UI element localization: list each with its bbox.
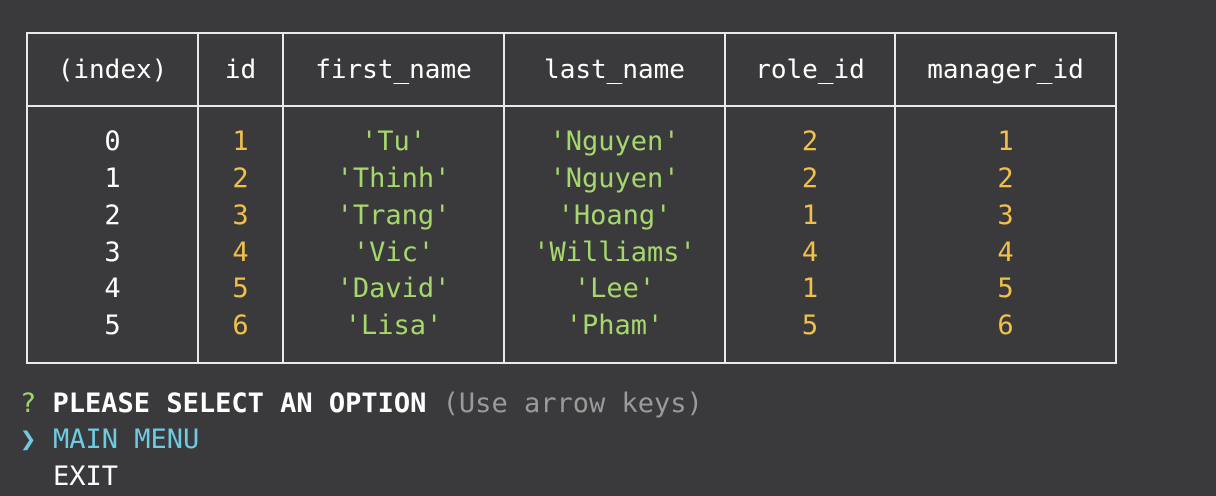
menu-option-label: EXIT (53, 461, 119, 492)
manager-id-cell: 4 (997, 236, 1014, 268)
header-last-name: last_name (503, 32, 726, 107)
first-name-cell: 'Thinh' (336, 162, 451, 194)
role-id-cell: 2 (801, 126, 819, 158)
index-cell: 2 (104, 199, 121, 231)
table-header-row: (index) id first_name last_name role_id … (26, 32, 1117, 107)
role-id-cell: 5 (801, 310, 819, 342)
id-cell: 4 (232, 236, 249, 268)
index-cell: 3 (104, 236, 121, 268)
first-name-cell: 'Trang' (336, 199, 451, 231)
index-column: 0 1 2 3 4 5 (26, 105, 199, 364)
manager-id-cell: 6 (997, 310, 1014, 342)
last-name-cell: 'Nguyen' (549, 162, 680, 194)
last-name-cell: 'Hoang' (557, 199, 672, 231)
index-cell: 0 (104, 126, 121, 158)
header-id: id (197, 32, 284, 107)
index-cell: 5 (104, 310, 121, 342)
last-name-cell: 'Pham' (565, 310, 664, 342)
manager-id-column: 1 2 3 4 5 6 (894, 105, 1117, 364)
table-body-row: 0 1 2 3 4 5 1 2 3 4 5 6 (26, 105, 1117, 364)
role-id-cell: 2 (801, 162, 819, 194)
id-cell: 3 (232, 199, 249, 231)
last-name-cell: 'Lee' (573, 273, 656, 305)
id-column: 1 2 3 4 5 6 (197, 105, 284, 364)
menu-option-exit[interactable]: EXIT (20, 458, 118, 496)
id-cell: 5 (232, 273, 249, 305)
role-id-cell: 1 (801, 199, 819, 231)
first-name-cell: 'David' (336, 273, 451, 305)
index-cell: 1 (104, 162, 121, 194)
manager-id-cell: 5 (997, 273, 1014, 305)
role-id-cell: 1 (801, 273, 819, 305)
employee-table: (index) id first_name last_name role_id … (26, 32, 1117, 364)
last-name-cell: 'Williams' (533, 236, 696, 268)
menu-option-main-menu[interactable]: ❯ MAIN MENU (20, 421, 199, 459)
last-name-column: 'Nguyen' 'Nguyen' 'Hoang' 'Williams' 'Le… (503, 105, 726, 364)
index-cell: 4 (104, 273, 121, 305)
id-cell: 2 (232, 162, 249, 194)
first-name-column: 'Tu' 'Thinh' 'Trang' 'Vic' 'David' 'Lisa… (282, 105, 505, 364)
question-mark-icon: ? (20, 388, 37, 419)
prompt-hint: (Use arrow keys) (442, 388, 703, 419)
first-name-cell: 'Vic' (352, 236, 435, 268)
id-cell: 6 (232, 310, 249, 342)
prompt-question: PLEASE SELECT AN OPTION (52, 388, 427, 419)
header-first-name: first_name (282, 32, 505, 107)
role-id-cell: 4 (801, 236, 819, 268)
menu-option-label: MAIN MENU (53, 424, 200, 455)
header-index: (index) (26, 32, 199, 107)
id-cell: 1 (232, 126, 249, 158)
header-manager-id: manager_id (894, 32, 1117, 107)
manager-id-cell: 2 (997, 162, 1014, 194)
first-name-cell: 'Tu' (360, 126, 427, 158)
first-name-cell: 'Lisa' (344, 310, 443, 342)
role-id-column: 2 2 1 4 1 5 (724, 105, 896, 364)
select-option-prompt: ? PLEASE SELECT AN OPTION (Use arrow key… (20, 385, 703, 423)
manager-id-cell: 3 (997, 199, 1014, 231)
last-name-cell: 'Nguyen' (549, 126, 680, 158)
header-role-id: role_id (724, 32, 896, 107)
manager-id-cell: 1 (997, 126, 1014, 158)
selection-pointer-icon: ❯ (20, 424, 37, 455)
